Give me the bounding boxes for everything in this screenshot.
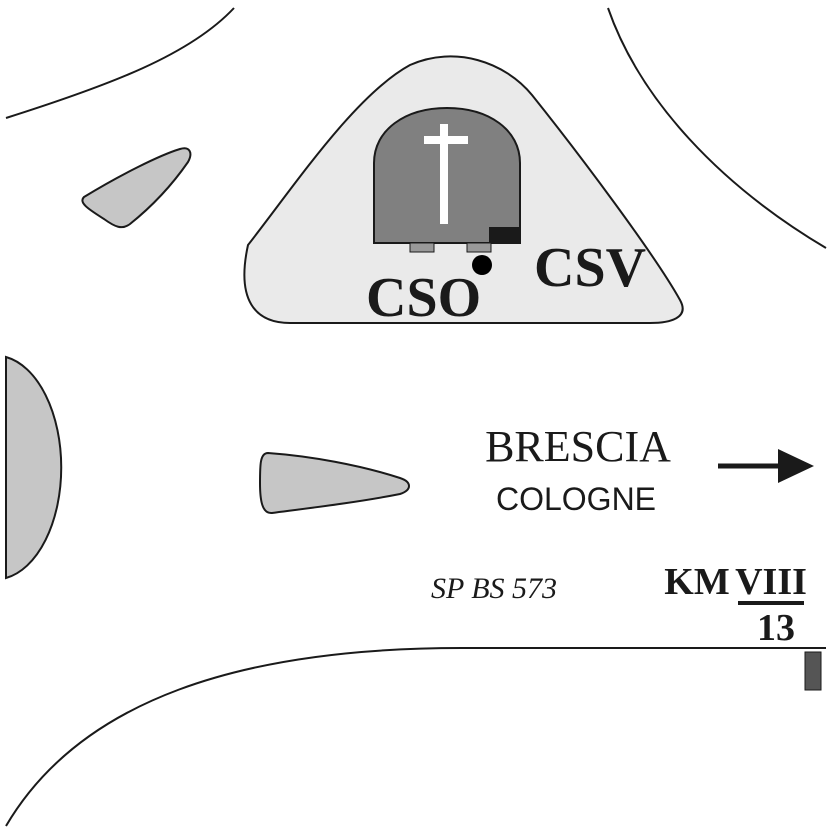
poi-label-left: CSO (366, 267, 481, 329)
destination-secondary: COLOGNE (496, 481, 656, 517)
arrow-right-icon (718, 449, 814, 483)
church-step-right (466, 242, 492, 253)
road-edge-top-right (607, 7, 827, 249)
poi-label-right: CSV (534, 237, 646, 299)
km-post-icon (804, 651, 822, 691)
km-numerator: VIII (735, 561, 807, 603)
point-marker-icon (472, 255, 492, 275)
cross-icon (424, 124, 468, 224)
km-denominator: 13 (757, 607, 795, 649)
destination-primary: BRESCIA (485, 422, 671, 471)
traffic-island-center (258, 451, 410, 514)
km-prefix: KM (664, 561, 729, 603)
roundabout-island-left (5, 355, 63, 580)
church-step-left (409, 242, 435, 253)
road-edge-bottom (5, 647, 826, 827)
traffic-island-top-left (81, 147, 192, 229)
church-corner-block (489, 227, 520, 243)
km-fraction-bar (738, 601, 804, 605)
road-edge-top-left (5, 7, 235, 119)
road-code: SP BS 573 (431, 572, 557, 605)
